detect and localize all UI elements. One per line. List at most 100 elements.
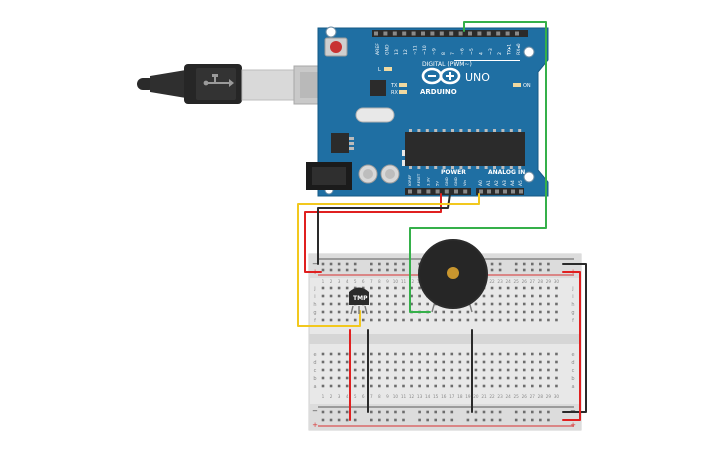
rail-hole[interactable] xyxy=(394,268,397,272)
breadboard-hole[interactable] xyxy=(482,302,486,306)
breadboard-hole[interactable] xyxy=(402,360,405,364)
breadboard-hole[interactable] xyxy=(329,368,333,372)
breadboard-hole[interactable] xyxy=(386,286,389,290)
breadboard-hole[interactable] xyxy=(434,318,437,322)
breadboard-hole[interactable] xyxy=(522,376,526,380)
breadboard-hole[interactable] xyxy=(490,376,494,380)
rail-hole[interactable] xyxy=(402,262,405,266)
breadboard-hole[interactable] xyxy=(329,384,333,388)
breadboard-hole[interactable] xyxy=(450,360,454,364)
breadboard-hole[interactable] xyxy=(442,310,446,314)
breadboard-hole[interactable] xyxy=(378,302,381,306)
rail-hole[interactable] xyxy=(547,418,550,422)
breadboard-hole[interactable] xyxy=(547,294,550,298)
breadboard-hole[interactable] xyxy=(386,360,389,364)
breadboard-hole[interactable] xyxy=(506,360,510,364)
rail-hole[interactable] xyxy=(394,262,397,266)
breadboard-hole[interactable] xyxy=(514,294,518,298)
breadboard-hole[interactable] xyxy=(426,360,429,364)
rail-hole[interactable] xyxy=(394,410,397,414)
rail-hole[interactable] xyxy=(329,268,333,272)
breadboard-hole[interactable] xyxy=(458,384,462,388)
rail-hole[interactable] xyxy=(353,262,357,266)
breadboard-hole[interactable] xyxy=(539,294,542,298)
rail-hole[interactable] xyxy=(482,418,486,422)
rail-hole[interactable] xyxy=(386,418,389,422)
breadboard-hole[interactable] xyxy=(450,352,454,356)
breadboard-hole[interactable] xyxy=(345,318,349,322)
rail-hole[interactable] xyxy=(539,410,542,414)
breadboard-hole[interactable] xyxy=(337,318,341,322)
rail-hole[interactable] xyxy=(321,262,325,266)
breadboard-hole[interactable] xyxy=(394,318,397,322)
header-pin[interactable] xyxy=(479,189,483,194)
breadboard-hole[interactable] xyxy=(378,294,381,298)
breadboard-hole[interactable] xyxy=(474,368,478,372)
breadboard-hole[interactable] xyxy=(353,360,357,364)
rail-hole[interactable] xyxy=(345,268,349,272)
breadboard-hole[interactable] xyxy=(321,368,325,372)
breadboard-hole[interactable] xyxy=(458,310,462,314)
breadboard-hole[interactable] xyxy=(458,318,462,322)
rail-hole[interactable] xyxy=(418,410,421,414)
breadboard-hole[interactable] xyxy=(531,376,534,380)
header-pin[interactable] xyxy=(421,31,425,36)
breadboard-hole[interactable] xyxy=(531,286,534,290)
rail-hole[interactable] xyxy=(321,268,325,272)
breadboard-hole[interactable] xyxy=(410,352,413,356)
breadboard-hole[interactable] xyxy=(353,376,357,380)
breadboard-hole[interactable] xyxy=(498,368,502,372)
breadboard-hole[interactable] xyxy=(498,294,502,298)
breadboard-hole[interactable] xyxy=(386,376,389,380)
breadboard-hole[interactable] xyxy=(474,360,478,364)
breadboard-hole[interactable] xyxy=(514,310,518,314)
breadboard-hole[interactable] xyxy=(539,360,542,364)
breadboard-hole[interactable] xyxy=(555,384,558,388)
breadboard-hole[interactable] xyxy=(466,310,470,314)
rail-hole[interactable] xyxy=(539,268,542,272)
header-pin[interactable] xyxy=(496,31,501,36)
breadboard-hole[interactable] xyxy=(394,352,397,356)
rail-hole[interactable] xyxy=(498,262,502,266)
breadboard-hole[interactable] xyxy=(539,302,542,306)
breadboard-hole[interactable] xyxy=(474,302,478,306)
breadboard-hole[interactable] xyxy=(402,310,405,314)
header-pin[interactable] xyxy=(449,31,454,36)
breadboard-hole[interactable] xyxy=(386,318,389,322)
breadboard-hole[interactable] xyxy=(410,368,413,372)
rail-hole[interactable] xyxy=(353,410,357,414)
breadboard-hole[interactable] xyxy=(555,376,558,380)
breadboard-hole[interactable] xyxy=(394,360,397,364)
breadboard-hole[interactable] xyxy=(514,286,518,290)
breadboard-hole[interactable] xyxy=(321,384,325,388)
breadboard-hole[interactable] xyxy=(370,302,373,306)
breadboard-hole[interactable] xyxy=(531,318,534,322)
breadboard-hole[interactable] xyxy=(442,368,446,372)
breadboard-hole[interactable] xyxy=(555,318,558,322)
breadboard-hole[interactable] xyxy=(539,310,542,314)
breadboard-hole[interactable] xyxy=(506,318,510,322)
rail-hole[interactable] xyxy=(522,418,526,422)
breadboard-hole[interactable] xyxy=(353,384,357,388)
rail-hole[interactable] xyxy=(321,418,325,422)
breadboard-hole[interactable] xyxy=(418,368,421,372)
rail-hole[interactable] xyxy=(345,418,349,422)
breadboard-hole[interactable] xyxy=(370,368,373,372)
header-pin[interactable] xyxy=(374,31,378,36)
breadboard-hole[interactable] xyxy=(329,302,333,306)
breadboard-hole[interactable] xyxy=(337,310,341,314)
breadboard-hole[interactable] xyxy=(555,286,558,290)
breadboard-hole[interactable] xyxy=(490,368,494,372)
rail-hole[interactable] xyxy=(386,410,389,414)
breadboard-hole[interactable] xyxy=(531,352,534,356)
breadboard-hole[interactable] xyxy=(474,376,478,380)
breadboard-hole[interactable] xyxy=(418,376,421,380)
breadboard-hole[interactable] xyxy=(522,286,526,290)
breadboard-hole[interactable] xyxy=(466,376,470,380)
breadboard-hole[interactable] xyxy=(329,310,333,314)
breadboard-hole[interactable] xyxy=(522,360,526,364)
breadboard-hole[interactable] xyxy=(370,376,373,380)
breadboard-hole[interactable] xyxy=(482,376,486,380)
rail-hole[interactable] xyxy=(378,268,381,272)
breadboard-hole[interactable] xyxy=(555,310,558,314)
